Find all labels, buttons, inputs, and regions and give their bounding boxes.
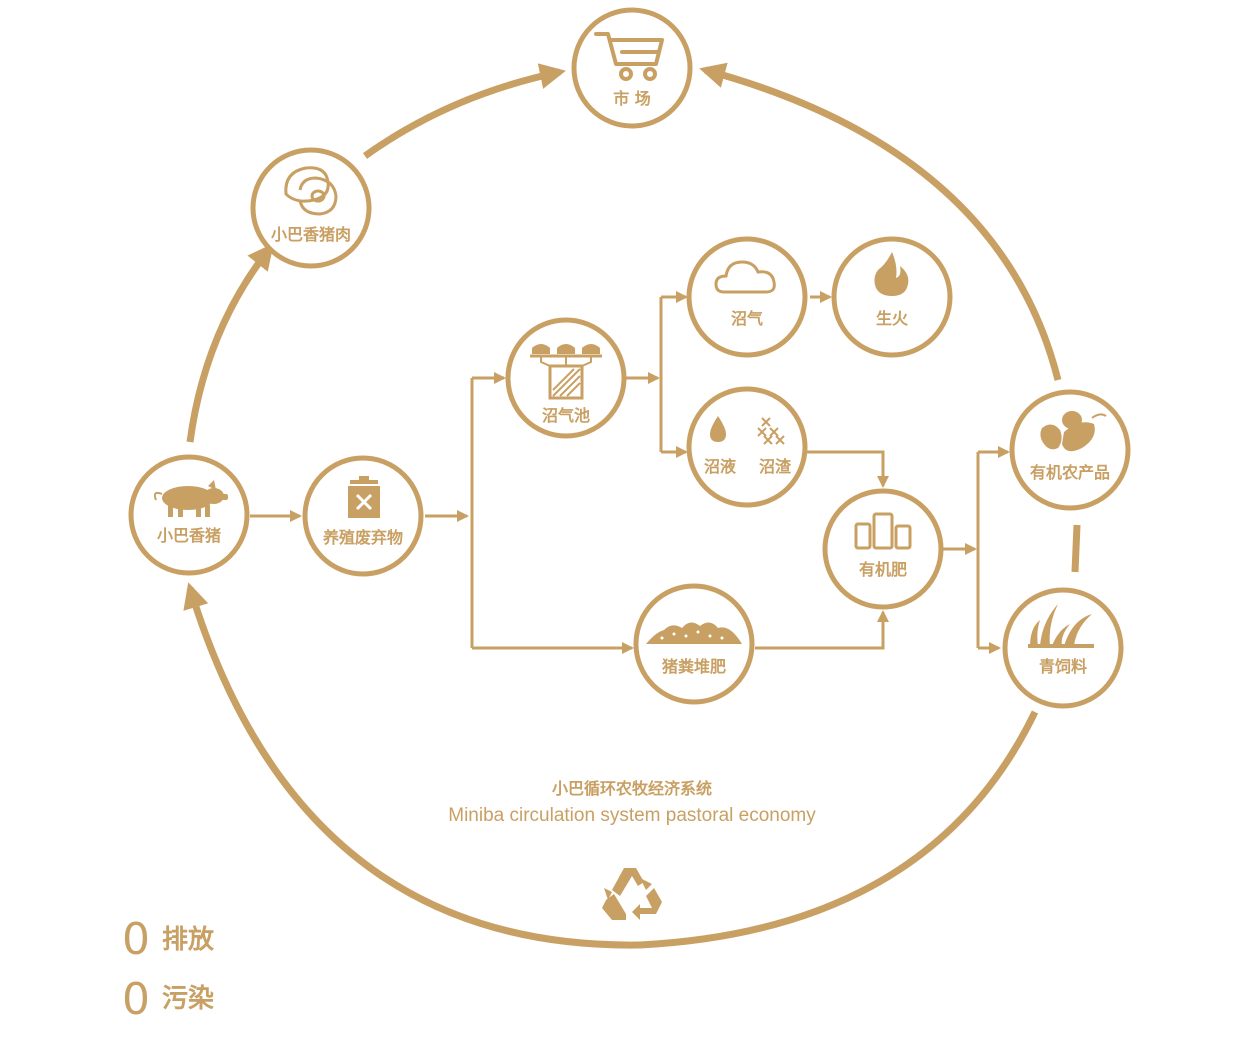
- cloud-icon: [714, 260, 776, 294]
- node-label: 小巴香猪: [157, 526, 221, 545]
- node-pork: 小巴香猪肉: [250, 147, 372, 269]
- node-green-feed: 青饲料: [1002, 587, 1124, 709]
- flow-arrows: [250, 291, 1010, 654]
- node-label: 小巴香猪肉: [271, 225, 351, 244]
- node-organic-produce: 有机农产品: [1009, 389, 1131, 511]
- arc-produce-to-market: [699, 62, 1062, 381]
- arc-pork-to-market: [362, 63, 566, 159]
- link-produce-feed: [1071, 524, 1081, 573]
- node-label: 青饲料: [1039, 657, 1087, 676]
- node-label-slurry: 沼液: [704, 457, 737, 476]
- flame-icon: [874, 252, 909, 296]
- fertilizer-bags-icon: [854, 512, 912, 550]
- biogas-digester-icon: [530, 344, 602, 400]
- node-label: 生火: [876, 309, 909, 328]
- arrow-compost-to-fertilizer: [755, 610, 889, 650]
- node-market: 市 场: [571, 7, 693, 129]
- zero-stat-number: 0: [122, 914, 150, 965]
- node-label-residue: 沼渣: [759, 457, 792, 476]
- meat-icon: [284, 166, 338, 216]
- zero-stat-label: 污染: [162, 984, 214, 1014]
- arc-pig-to-pork: [186, 243, 274, 443]
- shopping-cart-icon: [594, 32, 664, 81]
- node-slurry-residue: 沼液 沼渣: [686, 386, 808, 508]
- zero-stats: 0 排放 0 污染: [122, 914, 215, 1025]
- node-label: 沼气: [731, 309, 763, 328]
- zero-stat-number: 0: [122, 974, 150, 1025]
- node-label: 市 场: [613, 89, 651, 108]
- node-biogas: 沼气: [686, 236, 808, 358]
- vegetables-icon: [1040, 411, 1107, 452]
- node-label: 养殖废弃物: [322, 528, 403, 547]
- arc-feed-to-pig: [183, 582, 1039, 949]
- node-fire: 生火: [831, 236, 953, 358]
- residue-icon: [757, 417, 785, 445]
- droplet-icon: [710, 416, 726, 442]
- node-label: 沼气池: [542, 406, 590, 425]
- node-organic-fertilizer: 有机肥: [822, 488, 944, 610]
- grass-icon: [1028, 604, 1094, 648]
- node-pig: 小巴香猪: [128, 454, 250, 576]
- node-label: 猪粪堆肥: [661, 657, 726, 676]
- diagram-title-cn: 小巴循环农牧经济系统: [552, 779, 712, 798]
- trash-bin-icon: [348, 476, 380, 518]
- outer-cycle: [183, 62, 1081, 949]
- node-label: 有机农产品: [1030, 463, 1110, 482]
- pig-icon: [153, 480, 228, 517]
- compost-pile-icon: [646, 622, 742, 644]
- node-compost: 猪粪堆肥: [633, 583, 755, 705]
- arrow-slurry-to-fertilizer: [805, 450, 889, 488]
- node-waste: 养殖废弃物: [302, 455, 424, 577]
- zero-stat-label: 排放: [162, 924, 215, 955]
- diagram-title-en: Miniba circulation system pastoral econo…: [448, 805, 816, 826]
- node-label: 有机肥: [859, 560, 907, 579]
- recycle-icon: [602, 868, 662, 920]
- node-digester: 沼气池: [505, 317, 627, 439]
